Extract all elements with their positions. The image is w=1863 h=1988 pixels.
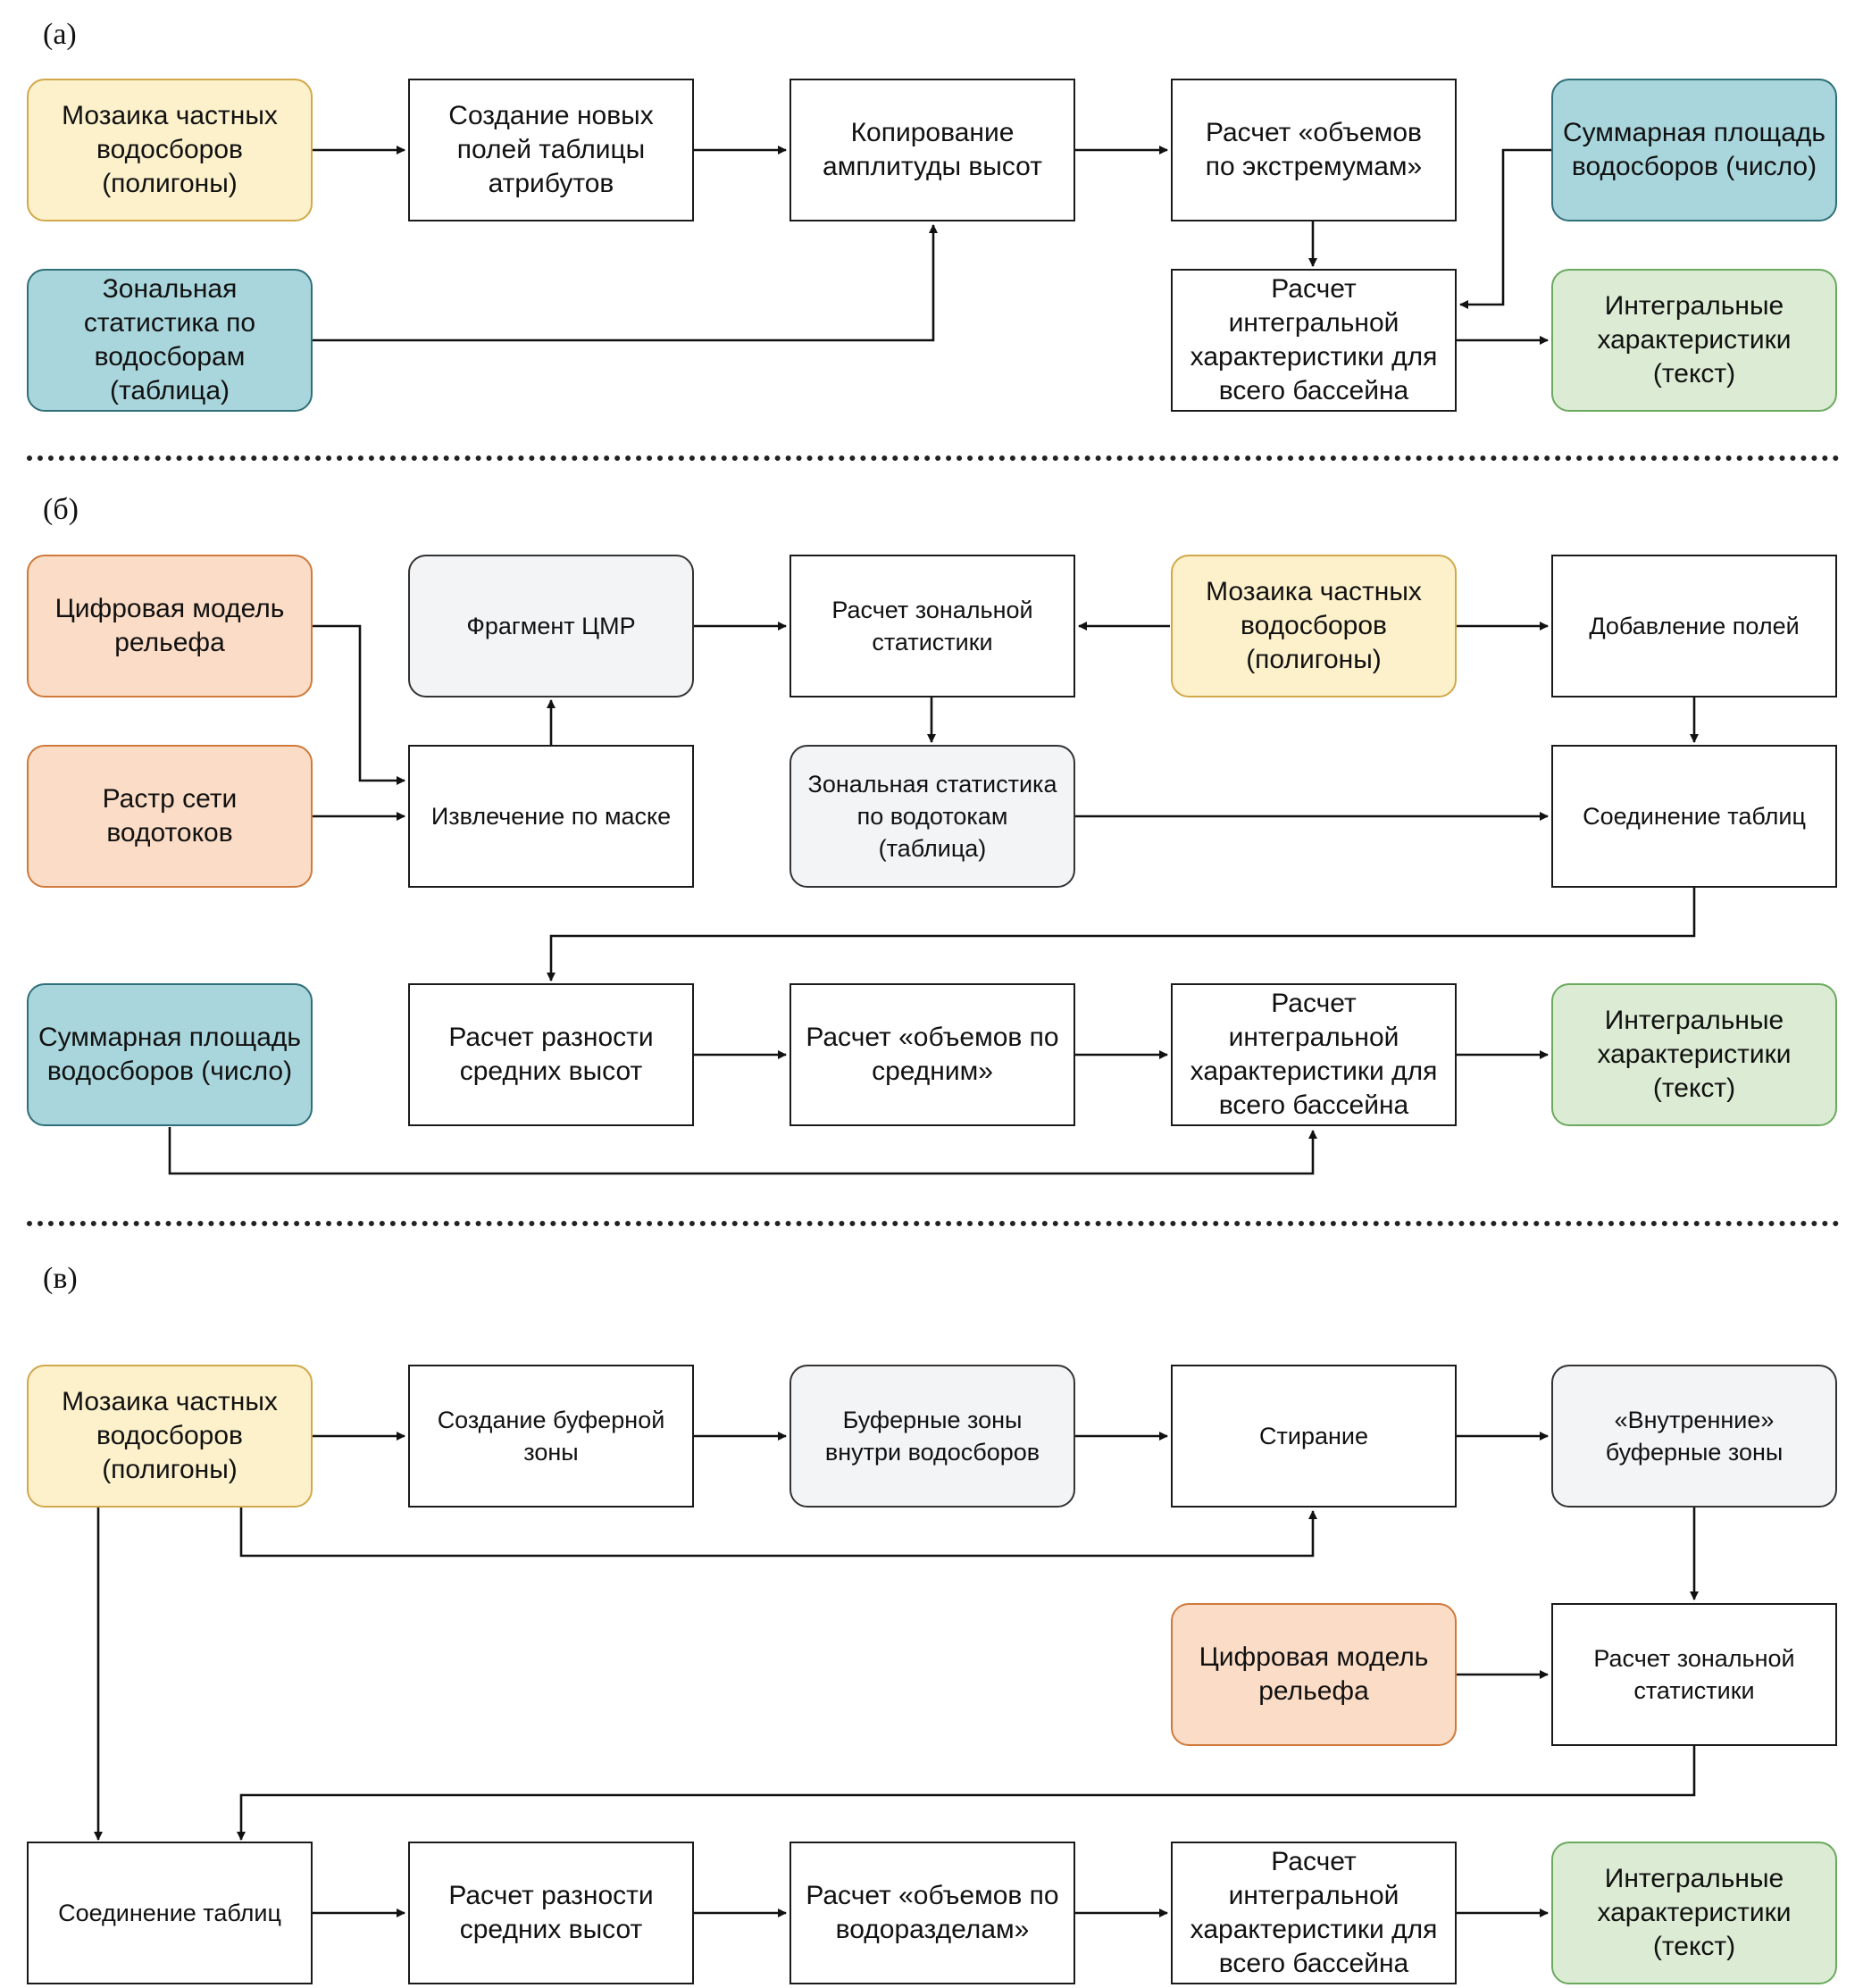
node-zonal-stat-table: Зональная статистика по водосборам (табл…: [27, 269, 313, 412]
node-label: Буферные зоны внутри водосборов: [824, 1407, 1040, 1466]
node-integral-output: Интегральные характеристики (текст): [1551, 983, 1837, 1126]
panel-a-label: (а): [43, 18, 77, 51]
arrow: [237, 1746, 1696, 1841]
node-dem: Цифровая модель рельефа: [27, 555, 313, 697]
node-calc-volumes-divides: Расчет «объемов по водоразделам»: [789, 1842, 1075, 1984]
node-mosaic-polygons: Мозаика частных водосборов (полигоны): [1171, 555, 1457, 697]
panel-separator: [27, 1221, 1840, 1226]
node-calc-integral: Расчет интегральной характеристики для в…: [1171, 269, 1457, 412]
panel-separator: [27, 455, 1840, 461]
node-label: Расчет «объемов по средним»: [806, 1023, 1059, 1086]
node-inner-buffers: «Внутренние» буферные зоны: [1551, 1365, 1837, 1508]
node-label: Добавление полей: [1589, 613, 1800, 639]
node-label: Расчет разности средних высот: [448, 1023, 654, 1086]
node-stream-raster: Растр сети водотоков: [27, 745, 313, 888]
node-calc-mean-diff: Расчет разности средних высот: [408, 983, 694, 1126]
node-label: Расчет зональной статистики: [831, 597, 1033, 656]
node-dem: Цифровая модель рельефа: [1171, 1603, 1457, 1746]
node-label: Интегральные характеристики (текст): [1597, 291, 1792, 388]
node-label: Расчет «объемов по экстремумам»: [1205, 118, 1423, 181]
node-integral-output: Интегральные характеристики (текст): [1551, 1842, 1837, 1984]
node-label: Цифровая модель рельефа: [1199, 1642, 1429, 1706]
node-join-tables: Соединение таблиц: [1551, 745, 1837, 888]
node-label: Создание новых полей таблицы атрибутов: [448, 101, 654, 198]
node-label: Фрагмент ЦМР: [466, 613, 636, 639]
arrow: [547, 888, 1696, 981]
node-integral-output: Интегральные характеристики (текст): [1551, 269, 1837, 412]
node-label: Суммарная площадь водосборов (число): [1562, 118, 1826, 181]
node-zonal-stat-streams: Зональная статистика по водотокам (табли…: [789, 745, 1075, 888]
node-dem-fragment: Фрагмент ЦМР: [408, 555, 694, 697]
node-label: Извлечение по маске: [430, 803, 672, 830]
arrow: [313, 624, 405, 785]
node-label: Цифровая модель рельефа: [54, 594, 285, 657]
node-label: Копирование амплитуды высот: [823, 118, 1042, 181]
node-label: Мозаика частных водосборов (полигоны): [1206, 577, 1422, 674]
node-calc-mean-diff: Расчет разности средних высот: [408, 1842, 694, 1984]
node-label: Расчет «объемов по водоразделам»: [806, 1881, 1059, 1944]
panel-c-label: (в): [43, 1262, 78, 1295]
node-join-tables: Соединение таблиц: [27, 1842, 313, 1984]
node-calc-zonal: Расчет зональной статистики: [789, 555, 1075, 697]
node-total-area: Суммарная площадь водосборов (число): [27, 983, 313, 1126]
panel-b-label: (б): [43, 493, 79, 526]
node-label: Расчет интегральной характеристики для в…: [1190, 989, 1438, 1120]
node-label: Расчет зональной статистики: [1593, 1645, 1795, 1704]
node-label: Зональная статистика по водосборам (табл…: [83, 274, 256, 405]
node-label: Мозаика частных водосборов (полигоны): [62, 1387, 278, 1484]
node-label: Суммарная площадь водосборов (число): [38, 1023, 302, 1086]
node-mosaic-polygons: Мозаика частных водосборов (полигоны): [27, 79, 313, 221]
node-label: Расчет интегральной характеристики для в…: [1190, 274, 1438, 405]
node-erase: Стирание: [1171, 1365, 1457, 1508]
node-buffer-zones: Буферные зоны внутри водосборов: [789, 1365, 1075, 1508]
node-label: Мозаика частных водосборов (полигоны): [62, 101, 278, 198]
node-mosaic-polygons: Мозаика частных водосборов (полигоны): [27, 1365, 313, 1508]
node-label: Зональная статистика по водотокам (табли…: [807, 771, 1057, 862]
arrow: [239, 1508, 1317, 1558]
arrow: [1459, 148, 1551, 309]
node-calc-volumes-extremes: Расчет «объемов по экстремумам»: [1171, 79, 1457, 221]
node-calc-zonal: Расчет зональной статистики: [1551, 1603, 1837, 1746]
node-label: Интегральные характеристики (текст): [1597, 1006, 1792, 1103]
node-label: Соединение таблиц: [1583, 803, 1806, 830]
arrow: [313, 224, 938, 342]
node-label: Соединение таблиц: [58, 1900, 281, 1926]
node-add-fields: Добавление полей: [1551, 555, 1837, 697]
node-calc-volumes-mean: Расчет «объемов по средним»: [789, 983, 1075, 1126]
node-label: Интегральные характеристики (текст): [1597, 1864, 1792, 1961]
node-label: «Внутренние» буферные зоны: [1605, 1407, 1784, 1466]
node-create-buffer: Создание буферной зоны: [408, 1365, 694, 1508]
node-extract-by-mask: Извлечение по маске: [408, 745, 694, 888]
node-label: Расчет разности средних высот: [448, 1881, 654, 1944]
node-total-area: Суммарная площадь водосборов (число): [1551, 79, 1837, 221]
node-calc-integral: Расчет интегральной характеристики для в…: [1171, 983, 1457, 1126]
node-calc-integral: Расчет интегральной характеристики для в…: [1171, 1842, 1457, 1984]
node-label: Создание буферной зоны: [437, 1407, 665, 1466]
node-copy-amplitude: Копирование амплитуды высот: [789, 79, 1075, 221]
node-label: Расчет интегральной характеристики для в…: [1190, 1847, 1438, 1978]
node-label: Стирание: [1259, 1423, 1368, 1449]
node-create-fields: Создание новых полей таблицы атрибутов: [408, 79, 694, 221]
node-label: Растр сети водотоков: [102, 784, 238, 848]
arrow: [168, 1127, 1317, 1175]
